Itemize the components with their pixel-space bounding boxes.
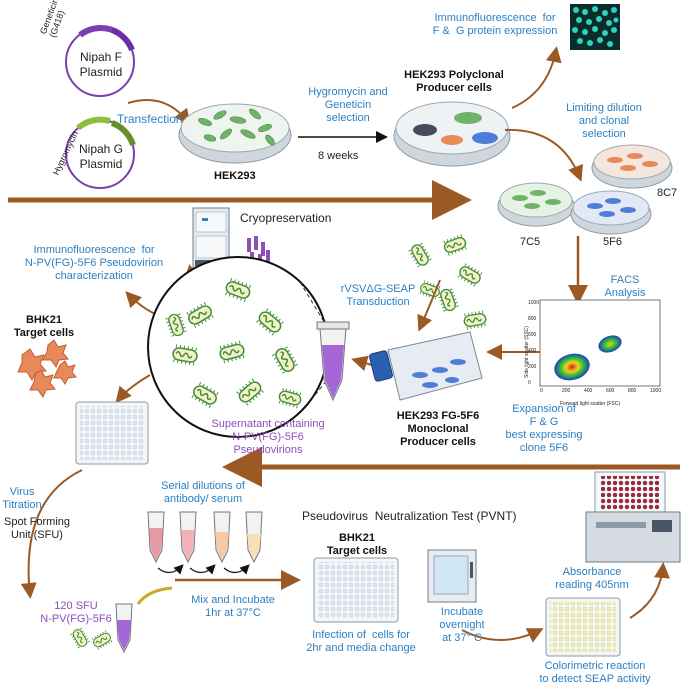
facs-y-tick: 400 xyxy=(528,348,537,354)
mix-incubate-label: Mix and Incubate 1hr at 37°C xyxy=(191,594,275,619)
plate-reader-icon xyxy=(585,471,681,563)
pseudovirion xyxy=(191,381,219,409)
facs-x-tick: 800 xyxy=(628,388,637,394)
pseudovirion xyxy=(236,378,264,406)
pvnt-plate xyxy=(313,557,399,623)
facs-y-tick: 1000 xyxy=(528,300,540,306)
limiting-dilution-label: Limiting dilution and clonal selection xyxy=(566,102,642,140)
incubator-arrow xyxy=(461,628,544,643)
sfu-label: Spot Forming Unit (SFU) xyxy=(3,516,71,541)
pvnt-label: Pseudovirus Neutralization Test (PVNT) xyxy=(302,509,517,523)
serial-dilutions-label: Serial dilutions of antibody/ serum xyxy=(161,480,245,505)
nipah-g-label: Nipah G Plasmid xyxy=(78,142,124,171)
dilution-curve-arrows xyxy=(157,564,250,575)
sfu-120-label: 120 SFU N-PV(FG)-5F6 xyxy=(40,600,112,625)
dilution-tube-4 xyxy=(245,511,263,564)
dilution-arrow xyxy=(504,128,583,182)
supernatant-tube xyxy=(316,321,350,402)
pseudovirion xyxy=(463,310,487,330)
clone-8c7-label: 8C7 xyxy=(657,187,678,199)
hek293-dish xyxy=(178,103,292,164)
transduction-virions xyxy=(408,234,487,330)
nipah-g-plasmid xyxy=(65,116,136,189)
facs-y-tick: 0 xyxy=(528,380,531,386)
colorimetric-label: Colorimetric reaction to detect SEAP act… xyxy=(539,660,651,685)
dish-5f6 xyxy=(570,190,652,235)
virus-titration-label: Virus Titration xyxy=(2,486,42,511)
expansion-label: Expansion of F & G best expressing clone… xyxy=(505,403,583,454)
supernatant-label: Supernatant containing N-PV(FG)-5F6 Pseu… xyxy=(211,418,325,456)
to-plate-arrow xyxy=(115,374,151,404)
pseudovirion xyxy=(408,242,432,268)
facs-y-tick: 600 xyxy=(528,332,537,338)
transduction-label: rVSVΔG-SEAP Transduction xyxy=(340,283,416,308)
bhk21-target-label-2: BHK21 Target cells xyxy=(326,532,388,557)
dilution-tube-1 xyxy=(147,511,165,564)
facs-x-tick: 600 xyxy=(606,388,615,394)
incubator-icon xyxy=(427,549,477,603)
tube-gold-curve xyxy=(136,586,173,605)
dilution-tube-2 xyxy=(179,511,197,564)
polyclonal-label: HEK293 Polyclonal Producer cells xyxy=(404,69,504,94)
transfection-arrow xyxy=(127,99,191,126)
pseudovirion xyxy=(225,277,251,303)
hek293-label: HEK293 xyxy=(214,170,256,182)
pseudovirion xyxy=(437,288,459,312)
incubate-overnight-label: Incubate overnight at 37° C xyxy=(439,606,485,644)
transfection-label: Transfection xyxy=(117,112,183,126)
infection-label: Infection of cells for 2hr and media cha… xyxy=(306,629,416,654)
cryopreservation-label: Cryopreservation xyxy=(240,211,332,225)
titration-arrow xyxy=(20,469,83,599)
pseudovirion xyxy=(457,263,483,287)
pseudovirion xyxy=(271,346,299,374)
if-arrow xyxy=(511,46,562,109)
absorbance-label: Absorbance reading 405nm xyxy=(555,566,629,591)
immunofluorescence-pv-label: Immunofluorescence for N-PV(FG)-5F6 Pseu… xyxy=(24,244,164,282)
monoclonal-label: HEK293 FG-5F6 Monoclonal Producer cells xyxy=(396,410,480,448)
facs-label: FACS Analysis xyxy=(604,274,646,299)
facs-y-tick: 800 xyxy=(528,316,537,322)
nipah-f-plasmid xyxy=(65,25,135,97)
nipah-f-label: Nipah F Plasmid xyxy=(79,50,123,79)
transduction-arrow xyxy=(417,279,441,332)
t-flask xyxy=(369,331,483,401)
pseudovirion xyxy=(172,344,198,366)
pseudovirion xyxy=(186,301,214,329)
dish-7c5 xyxy=(497,182,575,227)
seap-plate xyxy=(545,597,621,657)
selection-label: Hygromycin and Geneticin selection xyxy=(308,86,388,124)
bhk21-target-label: BHK21 Target cells xyxy=(13,314,75,339)
sfu-tube xyxy=(115,603,133,654)
pseudovirion xyxy=(219,340,245,364)
pseudovirion xyxy=(278,387,302,409)
immunofluorescence-fg-label: Immunofluorescence for F & G protein exp… xyxy=(432,12,558,37)
weeks-label: 8 weeks xyxy=(318,150,359,162)
absorbance-arrow xyxy=(629,562,670,619)
pseudovirion xyxy=(70,627,90,649)
polyclonal-dish xyxy=(393,101,511,167)
titration-plate xyxy=(75,401,149,465)
dish-8c7 xyxy=(591,144,673,189)
pseudovirion xyxy=(256,308,284,336)
facs-plot xyxy=(539,299,661,387)
facs-y-tick: 200 xyxy=(528,364,537,370)
facs-x-tick: 400 xyxy=(584,388,593,394)
facs-x-tick: 1000 xyxy=(650,388,662,394)
sfu-virions xyxy=(70,627,113,650)
facs-xlabel: Forward light scatter (FSC) xyxy=(560,401,621,407)
clone-5f6-label: 5F6 xyxy=(603,236,622,248)
pseudovirion xyxy=(165,313,187,337)
pseudovirion xyxy=(91,630,113,650)
pseudovirion xyxy=(443,234,467,256)
pseudovirion-circle xyxy=(147,256,329,438)
dilution-tube-3 xyxy=(213,511,231,564)
immunofluorescence-image xyxy=(570,4,620,50)
bhk21-cells xyxy=(17,339,77,399)
monoclonal-to-tube-arrow xyxy=(351,355,373,372)
clone-7c5-label: 7C5 xyxy=(520,236,541,248)
facs-x-tick: 0 xyxy=(540,388,543,394)
facs-x-tick: 200 xyxy=(562,388,571,394)
